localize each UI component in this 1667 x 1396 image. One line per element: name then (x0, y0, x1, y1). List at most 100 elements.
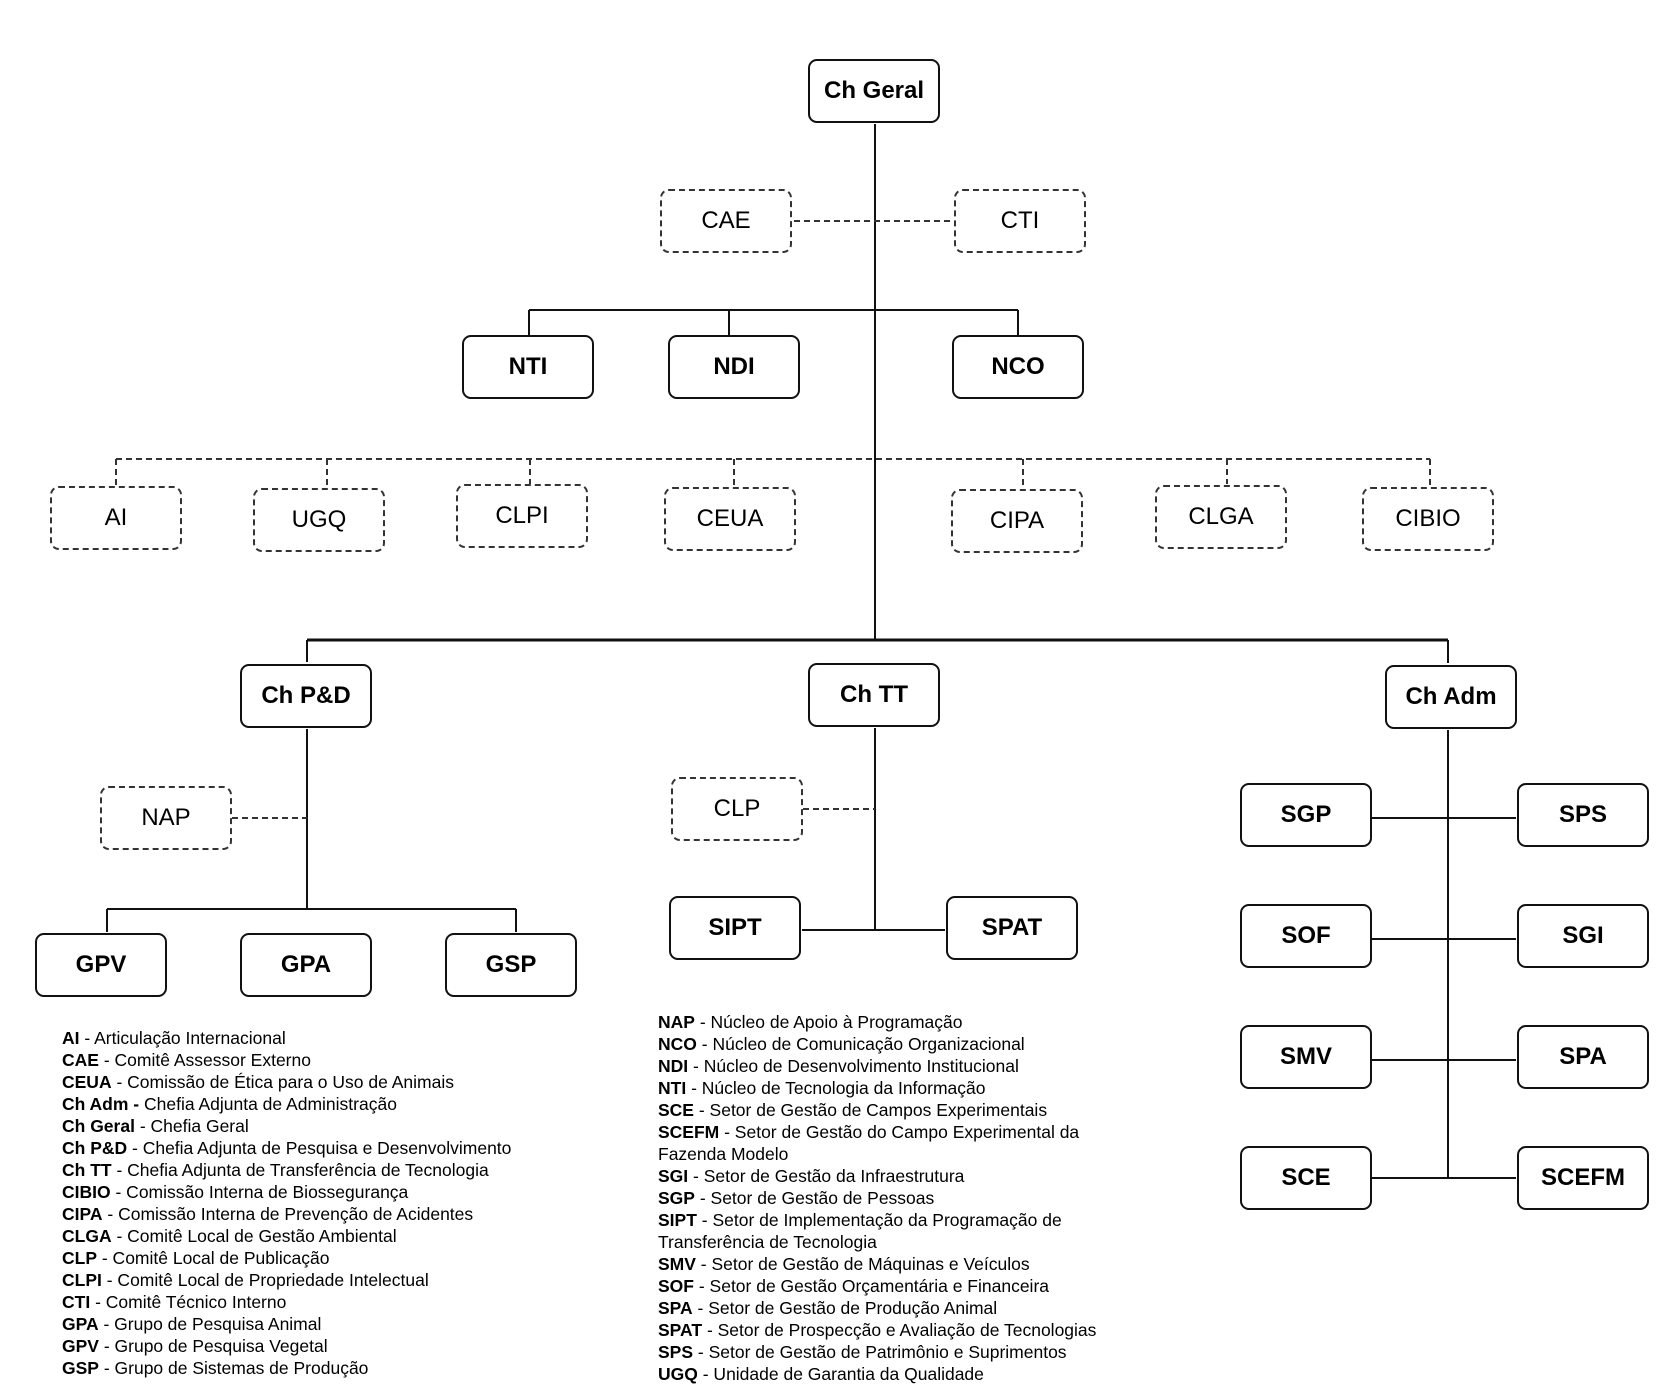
legend-entry: CIBIO - Comissão Interna de Biosseguranç… (62, 1181, 622, 1203)
node-sipt[interactable]: SIPT (669, 896, 801, 960)
legend-entry: NAP - Núcleo de Apoio à Programação (658, 1011, 1128, 1033)
legend-abbr: SOF (658, 1276, 694, 1296)
node-cae[interactable]: CAE (660, 189, 792, 253)
node-ch-adm[interactable]: Ch Adm (1385, 665, 1517, 729)
legend-desc: - Grupo de Pesquisa Vegetal (98, 1336, 328, 1356)
legend-desc: - Comitê Técnico Interno (90, 1292, 287, 1312)
node-clpi[interactable]: CLPI (456, 484, 588, 548)
legend-entry: Ch P&D - Chefia Adjunta de Pesquisa e De… (62, 1137, 622, 1159)
node-ugq[interactable]: UGQ (253, 488, 385, 552)
legend-entry: SGP - Setor de Gestão de Pessoas (658, 1187, 1128, 1209)
legend-abbr: SMV (658, 1254, 696, 1274)
node-cipa[interactable]: CIPA (951, 489, 1083, 553)
legend-desc: - Comitê Local de Propriedade Intelectua… (101, 1270, 429, 1290)
node-gpa[interactable]: GPA (240, 933, 372, 997)
legend-abbr: CIPA (62, 1204, 103, 1224)
legend-desc: - Setor de Gestão do Campo Experimental … (658, 1122, 1080, 1164)
legend-abbr: CIBIO (62, 1182, 111, 1202)
node-ndi[interactable]: NDI (668, 335, 800, 399)
node-ch-tt[interactable]: Ch TT (808, 663, 940, 727)
legend-abbr: NTI (658, 1078, 687, 1098)
node-sof[interactable]: SOF (1240, 904, 1372, 968)
legend-abbr: CEUA (62, 1072, 112, 1092)
node-cibio[interactable]: CIBIO (1362, 487, 1494, 551)
legend-entry: AI - Articulação Internacional (62, 1027, 622, 1049)
legend-entry: SGI - Setor de Gestão da Infraestrutura (658, 1165, 1128, 1187)
legend-desc: - Setor de Gestão de Pessoas (694, 1188, 935, 1208)
legend-desc: - Articulação Internacional (79, 1028, 286, 1048)
node-gsp[interactable]: GSP (445, 933, 577, 997)
legend-entry: GPV - Grupo de Pesquisa Vegetal (62, 1335, 622, 1357)
legend-abbr: CLGA (62, 1226, 112, 1246)
legend-abbr: SCEFM (658, 1122, 720, 1142)
node-clp[interactable]: CLP (671, 777, 803, 841)
legend-desc: - Setor de Gestão da Infraestrutura (688, 1166, 965, 1186)
legend-abbr: Ch P&D (62, 1138, 128, 1158)
node-spat[interactable]: SPAT (946, 896, 1078, 960)
node-sps[interactable]: SPS (1517, 783, 1649, 847)
node-ch-pd[interactable]: Ch P&D (240, 664, 372, 728)
node-clga[interactable]: CLGA (1155, 485, 1287, 549)
legend-abbr: CTI (62, 1292, 91, 1312)
node-ai[interactable]: AI (50, 486, 182, 550)
legend-abbr: AI (62, 1028, 80, 1048)
legend-abbr: Ch Geral (62, 1116, 135, 1136)
node-ch-geral[interactable]: Ch Geral (808, 59, 940, 123)
node-cti[interactable]: CTI (954, 189, 1086, 253)
legend-entry: SCEFM - Setor de Gestão do Campo Experim… (658, 1121, 1128, 1165)
legend-entry: SIPT - Setor de Implementação da Program… (658, 1209, 1128, 1253)
node-spa[interactable]: SPA (1517, 1025, 1649, 1089)
legend-desc: - Setor de Gestão de Máquinas e Veículos (695, 1254, 1030, 1274)
legend-desc: - Comissão Interna de Biossegurança (110, 1182, 409, 1202)
legend-entry: SPA - Setor de Gestão de Produção Animal (658, 1297, 1128, 1319)
node-nap[interactable]: NAP (100, 786, 232, 850)
legend-desc: - Comitê Assessor Externo (98, 1050, 311, 1070)
node-nti[interactable]: NTI (462, 335, 594, 399)
legend-desc: - Núcleo de Comunicação Organizacional (696, 1034, 1025, 1054)
node-sgp[interactable]: SGP (1240, 783, 1372, 847)
legend-desc: - Núcleo de Apoio à Programação (694, 1012, 963, 1032)
legend-desc: - Núcleo de Tecnologia da Informação (686, 1078, 986, 1098)
legend-desc: - Comitê Local de Publicação (97, 1248, 330, 1268)
node-smv[interactable]: SMV (1240, 1025, 1372, 1089)
node-nco[interactable]: NCO (952, 335, 1084, 399)
legend-abbr: GSP (62, 1358, 99, 1378)
legend-desc: - Chefia Geral (134, 1116, 249, 1136)
legend-abbr: SCE (658, 1100, 694, 1120)
legend-entry: SPAT - Setor de Prospecção e Avaliação d… (658, 1319, 1128, 1341)
legend-desc: - Comissão de Ética para o Uso de Animai… (111, 1072, 454, 1092)
legend-desc: - Comissão Interna de Prevenção de Acide… (102, 1204, 474, 1224)
legend-desc: - Comitê Local de Gestão Ambiental (111, 1226, 397, 1246)
node-gpv[interactable]: GPV (35, 933, 167, 997)
legend-abbr: NCO (658, 1034, 697, 1054)
legend-abbr: CLP (62, 1248, 97, 1268)
legend-desc: - Setor de Gestão de Patrimônio e Suprim… (693, 1342, 1067, 1362)
legend-entry: CLPI - Comitê Local de Propriedade Intel… (62, 1269, 622, 1291)
legend-desc: - Grupo de Sistemas de Produção (98, 1358, 369, 1378)
legend-entry: CLP - Comitê Local de Publicação (62, 1247, 622, 1269)
legend-entry: CAE - Comitê Assessor Externo (62, 1049, 622, 1071)
legend-desc: - Setor de Gestão de Campos Experimentai… (693, 1100, 1048, 1120)
legend-abbr: GPV (62, 1336, 99, 1356)
legend-entry: CIPA - Comissão Interna de Prevenção de … (62, 1203, 622, 1225)
legend-desc: - Setor de Prospecção e Avaliação de Tec… (702, 1320, 1097, 1340)
legend-abbr: Ch Adm - (62, 1094, 140, 1114)
node-ceua[interactable]: CEUA (664, 487, 796, 551)
legend-entry: CTI - Comitê Técnico Interno (62, 1291, 622, 1313)
legend-entry: Ch Adm - Chefia Adjunta de Administração (62, 1093, 622, 1115)
node-sce[interactable]: SCE (1240, 1146, 1372, 1210)
legend-abbr: SIPT (658, 1210, 697, 1230)
legend-entry: SCE - Setor de Gestão de Campos Experime… (658, 1099, 1128, 1121)
legend-entry: SOF - Setor de Gestão Orçamentária e Fin… (658, 1275, 1128, 1297)
legend-abbr: SGP (658, 1188, 695, 1208)
legend-desc: - Setor de Implementação da Programação … (658, 1210, 1062, 1252)
legend-desc: - Setor de Gestão de Produção Animal (692, 1298, 998, 1318)
node-sgi[interactable]: SGI (1517, 904, 1649, 968)
legend-desc: - Setor de Gestão Orçamentária e Finance… (693, 1276, 1050, 1296)
legend-abbr: SPAT (658, 1320, 703, 1340)
node-scefm[interactable]: SCEFM (1517, 1146, 1649, 1210)
legend-desc: - Grupo de Pesquisa Animal (98, 1314, 322, 1334)
legend-entry: UGQ - Unidade de Garantia da Qualidade (658, 1363, 1128, 1385)
